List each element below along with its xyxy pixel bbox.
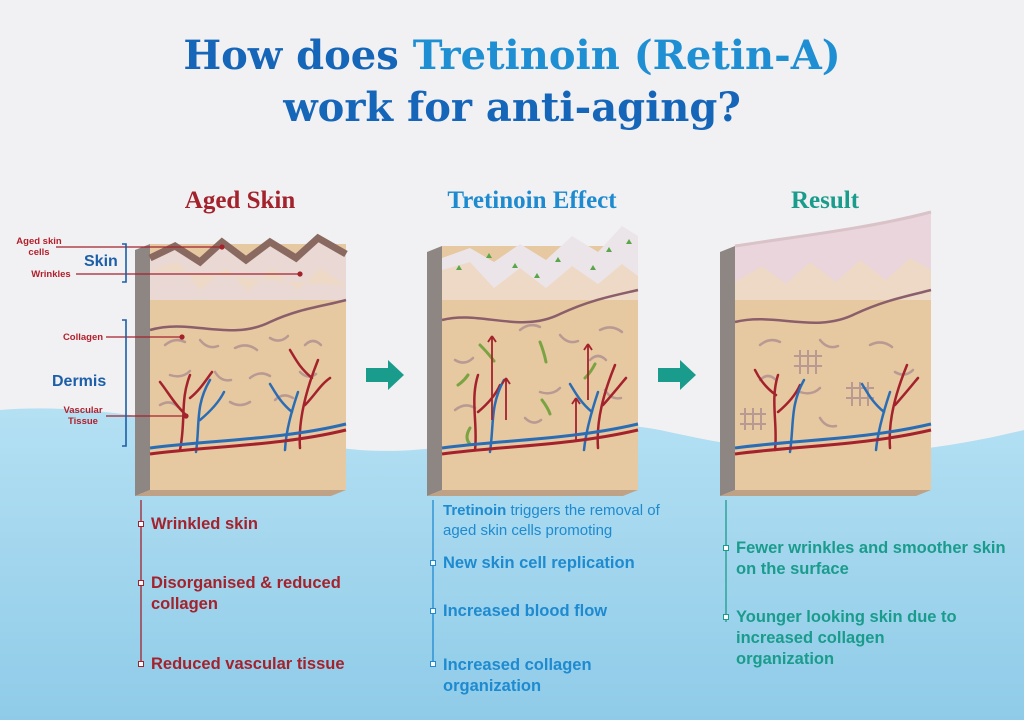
heading-tretinoin-effect: Tretinoin Effect <box>447 187 617 214</box>
tretinoin-intro: Tretinoin triggers the removal of aged s… <box>443 501 683 541</box>
intro-rest: triggers the removal of aged skin cells … <box>443 502 660 539</box>
label-aged-skin-cells: Aged skin cells <box>16 236 62 258</box>
bullet-fewer-wrinkles: Fewer wrinkles and smoother skin on the … <box>736 539 1006 578</box>
label-collagen: Collagen <box>62 332 104 343</box>
heading-result: Result <box>790 187 860 214</box>
bullet-collagen-organization: Increased collagen organization <box>443 656 592 695</box>
bullet-marker <box>723 614 729 620</box>
bullet-marker <box>430 661 436 667</box>
bullet-younger-skin: Younger looking skin due to increased co… <box>736 608 957 668</box>
title-prefix: How does <box>183 32 413 79</box>
bullet-marker <box>430 608 436 614</box>
intro-bold: Tretinoin <box>443 502 507 519</box>
bullet-marker <box>138 521 144 527</box>
bullet-marker <box>138 580 144 586</box>
arrow-right-icon-2 <box>658 360 696 390</box>
page-title: How does Tretinoin (Retin-A) <box>0 32 1024 80</box>
label-skin: Skin <box>84 253 118 270</box>
heading-aged-skin: Aged Skin <box>184 187 296 214</box>
bullet-blood-flow: Increased blood flow <box>443 602 608 620</box>
bullet-new-cell-replication: New skin cell replication <box>443 554 635 572</box>
page-title-line2: work for anti-aging? <box>283 84 741 131</box>
tretinoin-effect-block <box>427 226 639 496</box>
aged-skin-block <box>135 233 348 496</box>
label-dermis: Dermis <box>52 373 107 390</box>
label-wrinkles: Wrinkles <box>31 269 71 280</box>
result-block <box>720 210 932 496</box>
title-highlight: Tretinoin (Retin-A) <box>412 32 841 79</box>
bullet-reduced-vascular: Reduced vascular tissue <box>151 655 345 673</box>
bullet-wrinkled-skin: Wrinkled skin <box>151 515 258 533</box>
label-vascular-tissue: Vascular Tissue <box>63 405 103 427</box>
bullet-disorganised-collagen: Disorganised & reduced collagen <box>151 574 341 613</box>
arrow-right-icon <box>366 360 404 390</box>
bullet-marker <box>430 560 436 566</box>
bullet-marker <box>723 545 729 551</box>
bullet-marker <box>138 661 144 667</box>
